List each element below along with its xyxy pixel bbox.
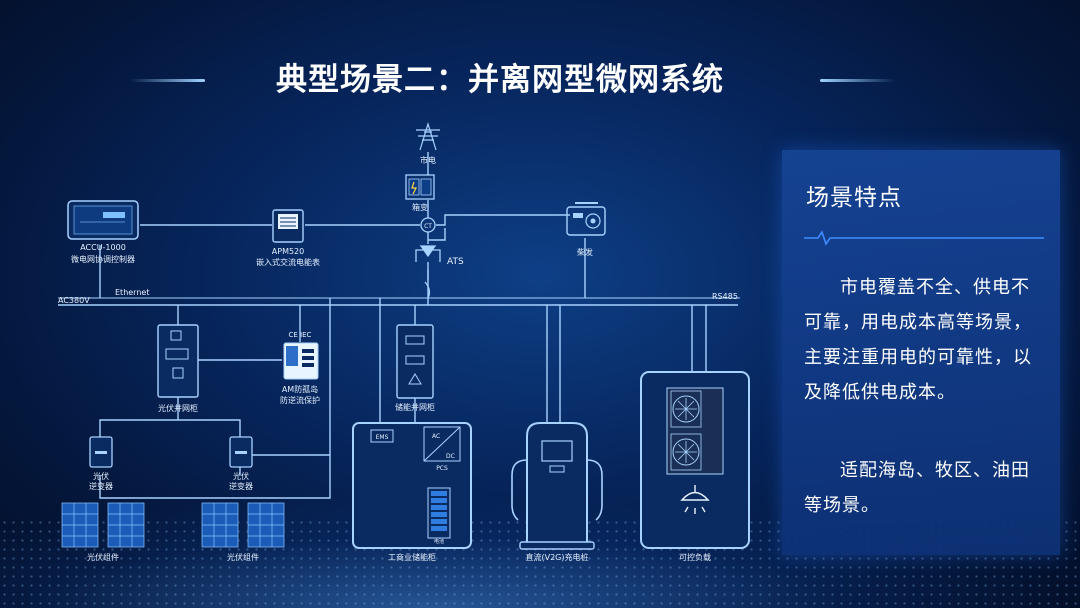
apm-model: APM520 <box>272 247 304 256</box>
heading-wave-decoration <box>804 230 1044 246</box>
ac-label: AC <box>432 433 440 440</box>
page-title: 典型场景二：并离网型微网系统 <box>276 62 724 98</box>
panel-paragraph-2: 适配海岛、牧区、油田等场景。 <box>804 460 1030 516</box>
features-panel: 场景特点 市电覆盖不全、供电不可靠，用电成本高等场景，主要注重用电的可靠性，以及… <box>782 150 1060 555</box>
inverter-2-label-line2: 逆变器 <box>229 481 253 491</box>
ac-bus-label: AC380V <box>58 296 90 305</box>
ats-switch-icon <box>415 245 441 299</box>
pv-cabinet-icon <box>157 324 199 398</box>
panel-heading: 场景特点 <box>806 185 902 211</box>
apm-desc: 嵌入式交流电能表 <box>256 257 320 267</box>
inverter-1-label-line1: 光伏 <box>93 471 109 481</box>
dc-label: DC <box>446 453 455 460</box>
ce-iec-label: CE IEC <box>289 331 312 339</box>
genset-label: 柴发 <box>577 247 593 257</box>
accu-desc: 微电网协调控制器 <box>71 254 135 264</box>
ats-label: ATS <box>447 257 464 267</box>
am-protection-icon <box>283 342 319 380</box>
storage-system-icon <box>352 422 472 549</box>
microgrid-diagram: 市电 箱变 CT ATS 柴发 ACCU-1000 微电网协调控制器 <box>58 121 750 562</box>
pv-cabinet-label: 光伏并网柜 <box>158 403 198 413</box>
inverter-1-label-line2: 逆变器 <box>89 481 113 491</box>
accu-controller-icon <box>67 200 139 240</box>
ethernet-label: Ethernet <box>115 288 149 297</box>
storage-cabinet-icon <box>396 324 434 399</box>
ct-label: CT <box>424 223 432 230</box>
grid-label: 市电 <box>420 155 436 165</box>
power-pylon-icon <box>416 121 440 151</box>
ems-label: EMS <box>376 434 389 441</box>
pv-inverter-icon-1 <box>89 436 113 468</box>
rs485-label: RS485 <box>712 292 738 301</box>
am-label-line2: 防逆流保护 <box>280 395 320 405</box>
inverter-2-label-line1: 光伏 <box>233 471 249 481</box>
transformer-icon <box>405 174 435 200</box>
apm-meter-icon <box>272 209 304 243</box>
storage-cabinet-label: 储能并网柜 <box>395 402 435 412</box>
pv-modules-2-label: 光伏组件 <box>227 552 259 562</box>
pcs-label: PCS <box>436 465 448 472</box>
battery-label: 电池 <box>434 538 444 545</box>
charger-label: 直流(V2G)充电桩 <box>525 552 588 562</box>
accu-model: ACCU-1000 <box>80 243 126 252</box>
title-decoration-left <box>130 79 205 82</box>
controllable-load-icon <box>640 371 750 549</box>
pv-modules-group-2 <box>201 502 285 548</box>
panel-paragraph-1: 市电覆盖不全、供电不可靠，用电成本高等场景，主要注重用电的可靠性，以及降低供电成… <box>804 277 1032 403</box>
pv-inverter-icon-2 <box>229 436 253 468</box>
am-label-line1: AM防孤岛 <box>282 384 318 394</box>
storage-label: 工商业储能柜 <box>388 552 436 562</box>
transformer-label: 箱变 <box>412 202 428 212</box>
charger-icon <box>511 422 603 550</box>
genset-icon <box>566 202 606 236</box>
ct-icon <box>420 217 436 233</box>
pv-modules-group-1 <box>61 502 145 548</box>
pv-modules-1-label: 光伏组件 <box>87 552 119 562</box>
title-decoration-right <box>820 79 895 82</box>
genset-link <box>436 214 570 226</box>
load-label: 可控负载 <box>679 552 711 562</box>
